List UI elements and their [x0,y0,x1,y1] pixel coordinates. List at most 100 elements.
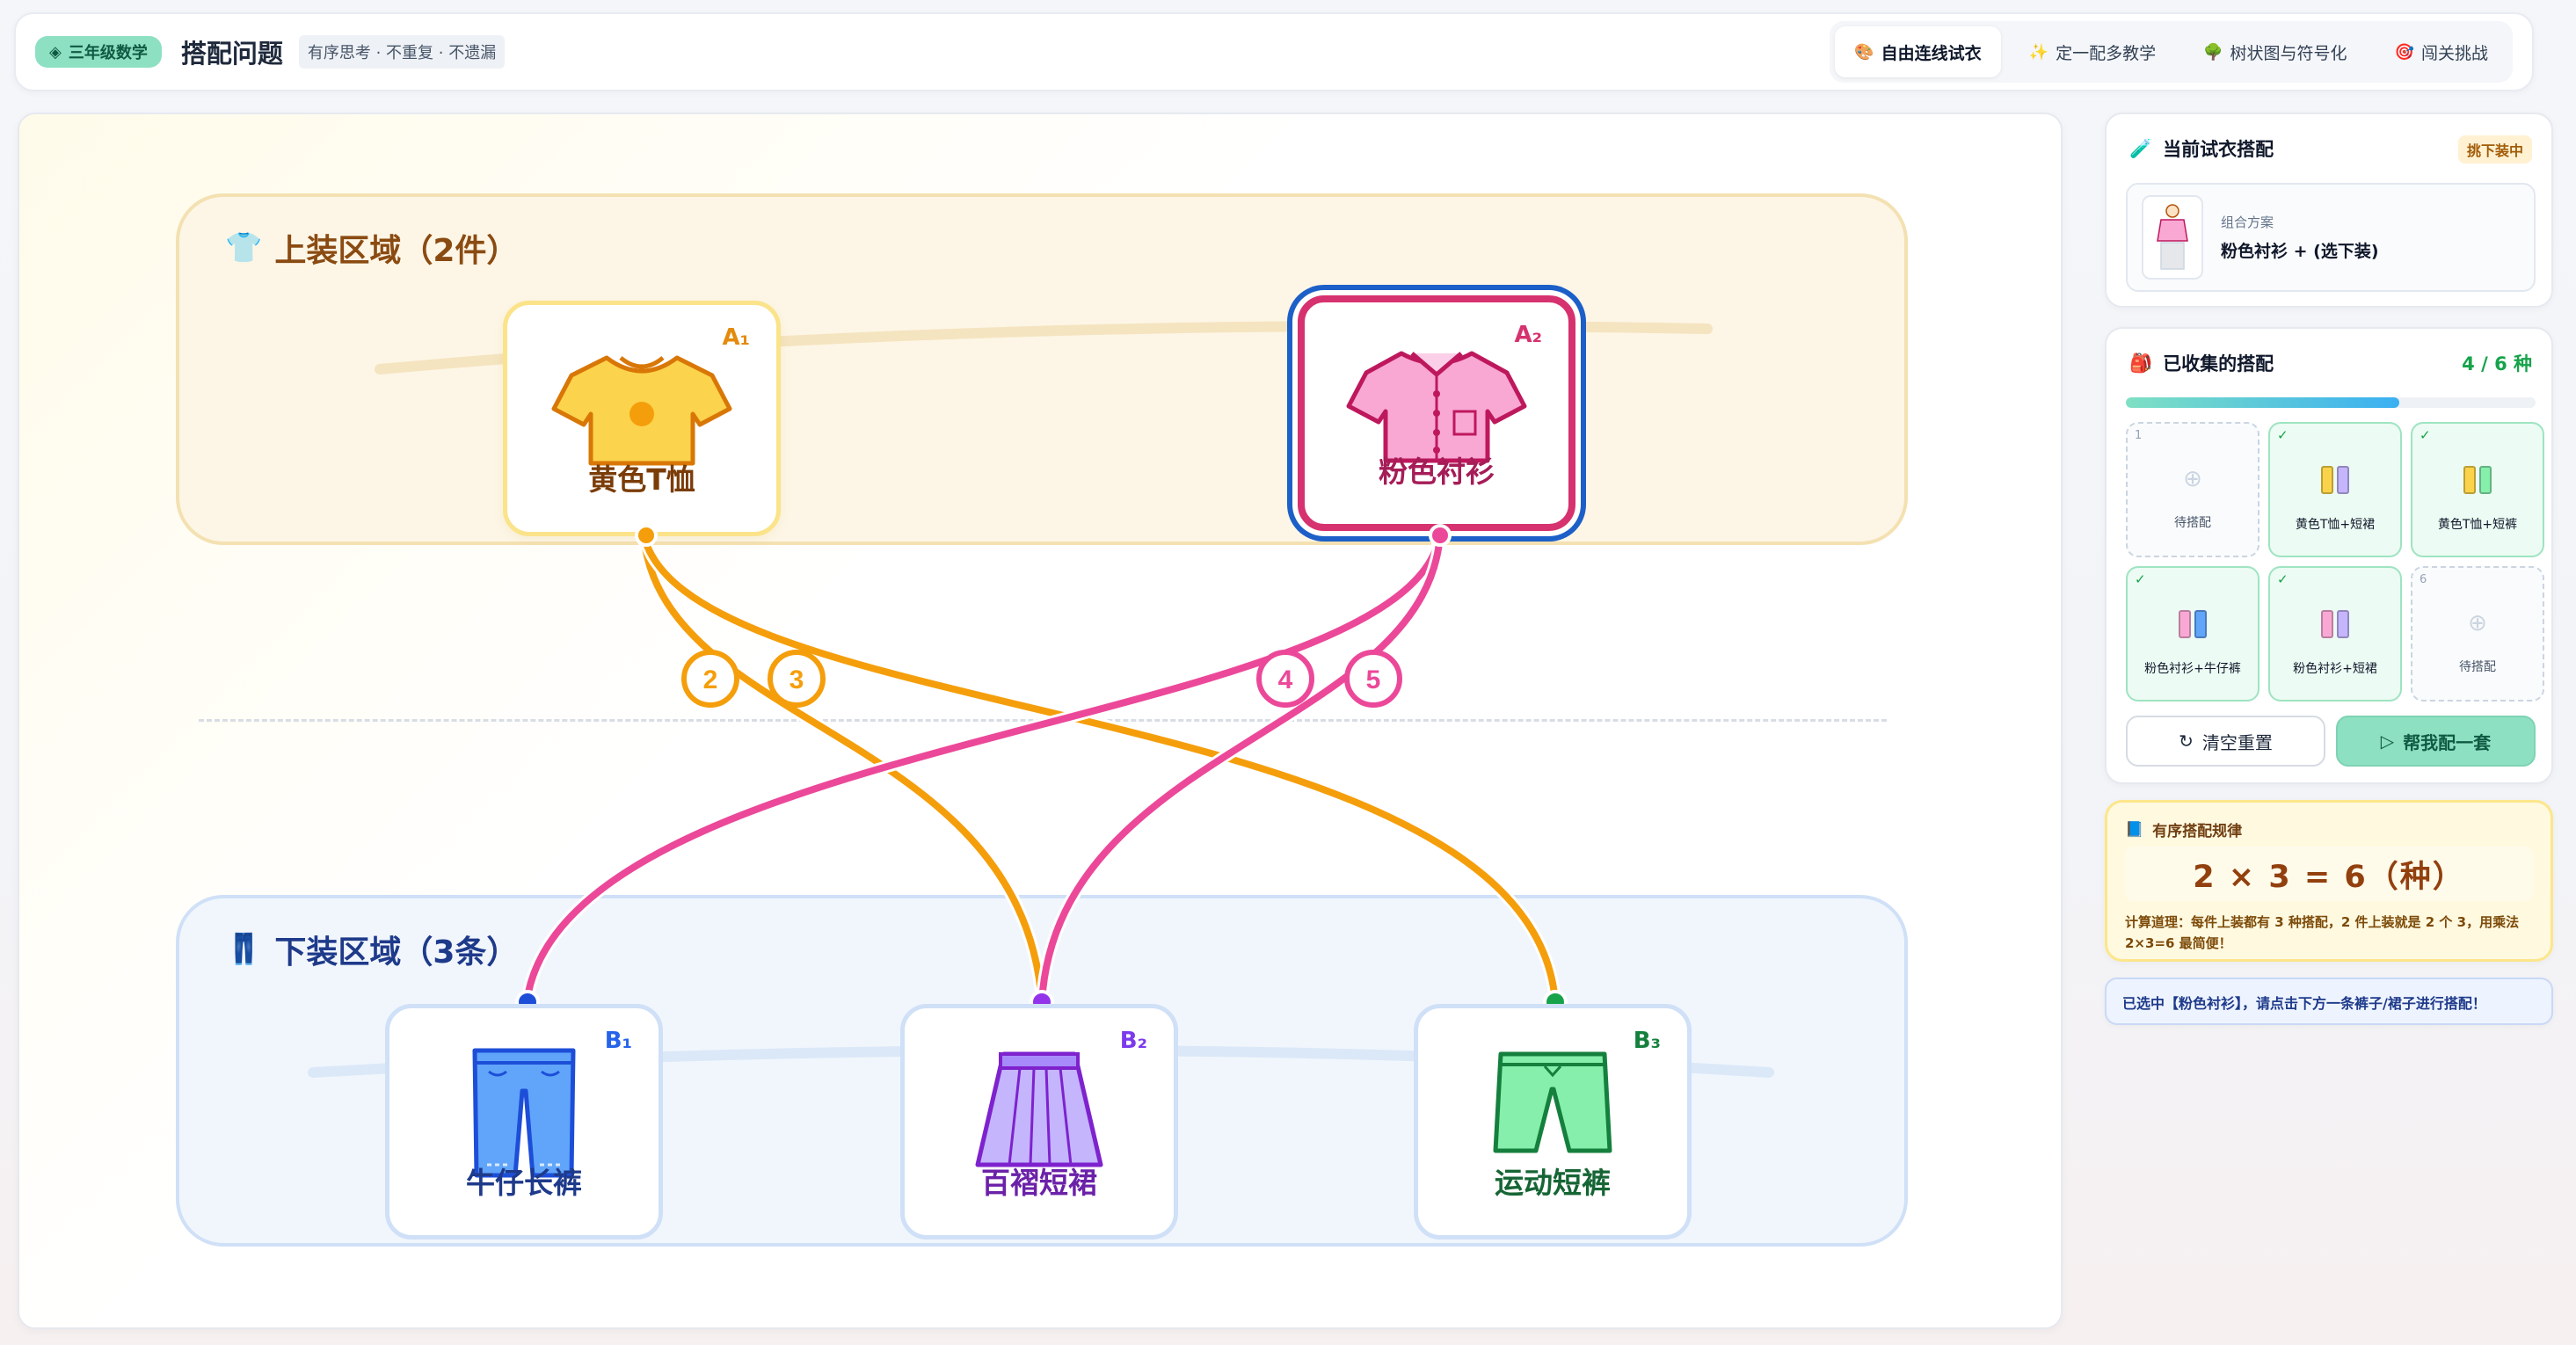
collected-slot[interactable]: ✓黄色T恤+短裤 [2411,422,2544,557]
sport-shorts-icon [1493,1051,1612,1153]
tab-tree-diagram[interactable]: 🌳 树状图与符号化 [2184,26,2366,77]
collected-slot[interactable]: ✓黄色T恤+短裙 [2268,422,2402,557]
slot-label: 黄色T恤+短裙 [2295,518,2376,532]
play-icon: ▷ [2380,731,2395,752]
slot-number: 1 [2135,429,2143,442]
card-id: B₃ [1633,1028,1661,1054]
shirt-icon: 👕 [225,230,263,265]
bottom-card-jeans[interactable]: B₁ 牛仔长裤 [385,1004,663,1240]
card-id: A₂ [1514,322,1542,348]
tab-label: 树状图与符号化 [2230,43,2347,63]
reset-button[interactable]: ↻清空重置 [2126,716,2325,767]
slot-label: 粉色衬衫+短裙 [2293,662,2377,676]
tab-label: 闯关挑战 [2420,43,2488,63]
bottom-card-pleated-skirt[interactable]: B₂ 百褶短裙 [900,1004,1178,1240]
collected-slot[interactable]: ✓ 粉色衬衫+牛仔裤 [2126,566,2259,702]
combo-preview: 组合方案 粉色衬衫 + (选下装) [2126,183,2536,292]
card-name: 牛仔长裤 [466,1166,582,1200]
combo-swatch [2463,466,2492,494]
tab-free-connect[interactable]: 🎨自由连线试衣 [1835,26,2001,77]
tree-icon: 🌳 [2203,42,2223,62]
card-id: A₁ [722,324,750,351]
backpack-icon: 🎒 [2129,352,2153,374]
rule-formula: 2 × 3 = 6（种） [2125,847,2533,901]
rule-explanation: 计算道理：每件上装都有 3 种搭配，2 件上装就是 2 个 3，用乘法 2×3=… [2125,914,2520,951]
card-name: 黄色T恤 [588,462,695,497]
jeans-icon [472,1048,576,1178]
flask-icon: 🧪 [2129,137,2153,159]
swatch-bottom [2337,610,2349,638]
collected-grid: 1 ⊕ 待搭配 ✓黄色T恤+短裙✓黄色T恤+短裤 ✓ 粉色衬衫+牛仔裤 ✓粉色衬衫+短裙 6 ⊕… [2126,422,2544,702]
progress-fill [2126,397,2399,408]
top-card-pink-shirt[interactable]: A₂ 粉色衬衫 [1298,295,1575,531]
swatch-top [2321,466,2333,494]
panel-title-text: 已收集的搭配 [2163,353,2274,374]
status-badge: 挑下装中 [2457,135,2532,164]
link-badge-4[interactable]: 4 [1256,650,1314,708]
top-card-yellow-tshirt[interactable]: A₁ 黄色T恤 [503,301,781,536]
slot-label: 待搭配 [2459,660,2496,674]
rule-title-text: 有序搭配规律 [2152,823,2243,840]
connector-dot-a1[interactable] [635,524,658,547]
svg-text:2: 2 [703,665,718,694]
svg-text:5: 5 [1366,665,1381,694]
swatch-top [2179,610,2191,638]
zone-title-text: 上装区域（2件） [274,233,519,269]
swatch-top [2321,610,2333,638]
panel-title: 🎒 已收集的搭配 [2129,350,2274,376]
swatch-bottom [2337,466,2349,494]
panel-title-text: 当前试衣搭配 [2163,139,2274,160]
connector-dot-a2[interactable] [1429,524,1452,547]
collected-slot[interactable]: 1 ⊕ 待搭配 [2126,422,2259,557]
zone-divider [199,719,1887,722]
card-name: 粉色衬衫 [1379,454,1495,489]
link-badge-5[interactable]: 5 [1344,650,1402,708]
check-icon: ✓ [2135,571,2146,587]
grade-badge: ◈ 三年级数学 [35,36,162,68]
tab-one-to-many[interactable]: ✨定一配多教学 [2010,26,2175,77]
plus-icon: ⊕ [2468,610,2487,636]
link-badge-2[interactable]: 2 [681,650,739,708]
combo-swatch [2321,466,2349,494]
card-name: 运动短裤 [1495,1166,1611,1200]
collected-slot[interactable]: 6 ⊕ 待搭配 [2411,566,2544,702]
sparkles-icon: ✨ [2028,42,2049,62]
combo-label: 组合方案 [2221,214,2274,230]
link-badge-3[interactable]: 3 [768,650,826,708]
bottoms-zone-title: 👖下装区域（3条） [225,927,518,972]
refresh-icon: ↻ [2179,731,2194,752]
pleated-skirt-icon [975,1051,1103,1167]
help-label: 帮我配一套 [2403,731,2492,753]
slot-number: 6 [2420,573,2427,586]
swatch-bottom [2479,466,2492,494]
zone-title-text: 下装区域（3条） [274,934,519,971]
hint-bar: 已选中【粉色衬衫】，请点击下方一条裤子/裙子进行搭配！ [2105,978,2553,1025]
palette-icon: 🎨 [1854,42,1874,62]
auto-match-button[interactable]: ▷ 帮我配一套 [2336,716,2536,767]
current-outfit-panel: 🧪 当前试衣搭配 挑下装中 组合方案 粉色衬衫 + (选下装) [2105,113,2553,308]
rule-title: 📘 有序搭配规律 [2125,818,2243,841]
pink-shirt-icon [1346,351,1527,463]
top-bar: ◈ 三年级数学 搭配问题 有序思考 · 不重复 · 不遗漏 🎨自由连线试衣 ✨定… [14,12,2534,91]
plus-icon: ⊕ [2183,466,2202,492]
card-id: B₂ [1119,1028,1147,1054]
mode-tabs: 🎨自由连线试衣 ✨定一配多教学 🌳 树状图与符号化 🎯闯关挑战 [1830,21,2513,83]
collected-count: 4 / 6 种 [2462,353,2532,374]
book-icon: 📘 [2125,820,2144,839]
yellow-tshirt-icon [551,355,732,466]
combo-swatch [2321,610,2349,638]
tops-zone: 👕 上装区域（2件） [176,193,1908,545]
svg-text:3: 3 [790,665,804,694]
mannequin-icon [2157,204,2188,270]
slot-label: 粉色衬衫+牛仔裤 [2144,662,2241,676]
collected-slot[interactable]: ✓粉色衬衫+短裙 [2268,566,2402,702]
svg-text:4: 4 [1278,665,1293,694]
bottom-card-sport-shorts[interactable]: B₃ 运动短裤 [1414,1004,1692,1240]
progress-bar [2126,397,2536,408]
slot-label: 待搭配 [2174,516,2211,530]
grade-label: 三年级数学 [68,44,148,62]
collected-panel: 🎒已收集的搭配 4 / 6 种 1⊕待搭配✓黄色T恤+短裙✓黄色T恤+短裤✓粉色… [2105,327,2553,784]
hint-text: 已选中【粉色衬衫】，请点击下方一条裤子/裙子进行搭配！ [2122,995,2486,1012]
tab-challenge[interactable]: 🎯闯关挑战 [2376,26,2507,77]
tops-zone-title: 👕 上装区域（2件） [225,225,518,271]
